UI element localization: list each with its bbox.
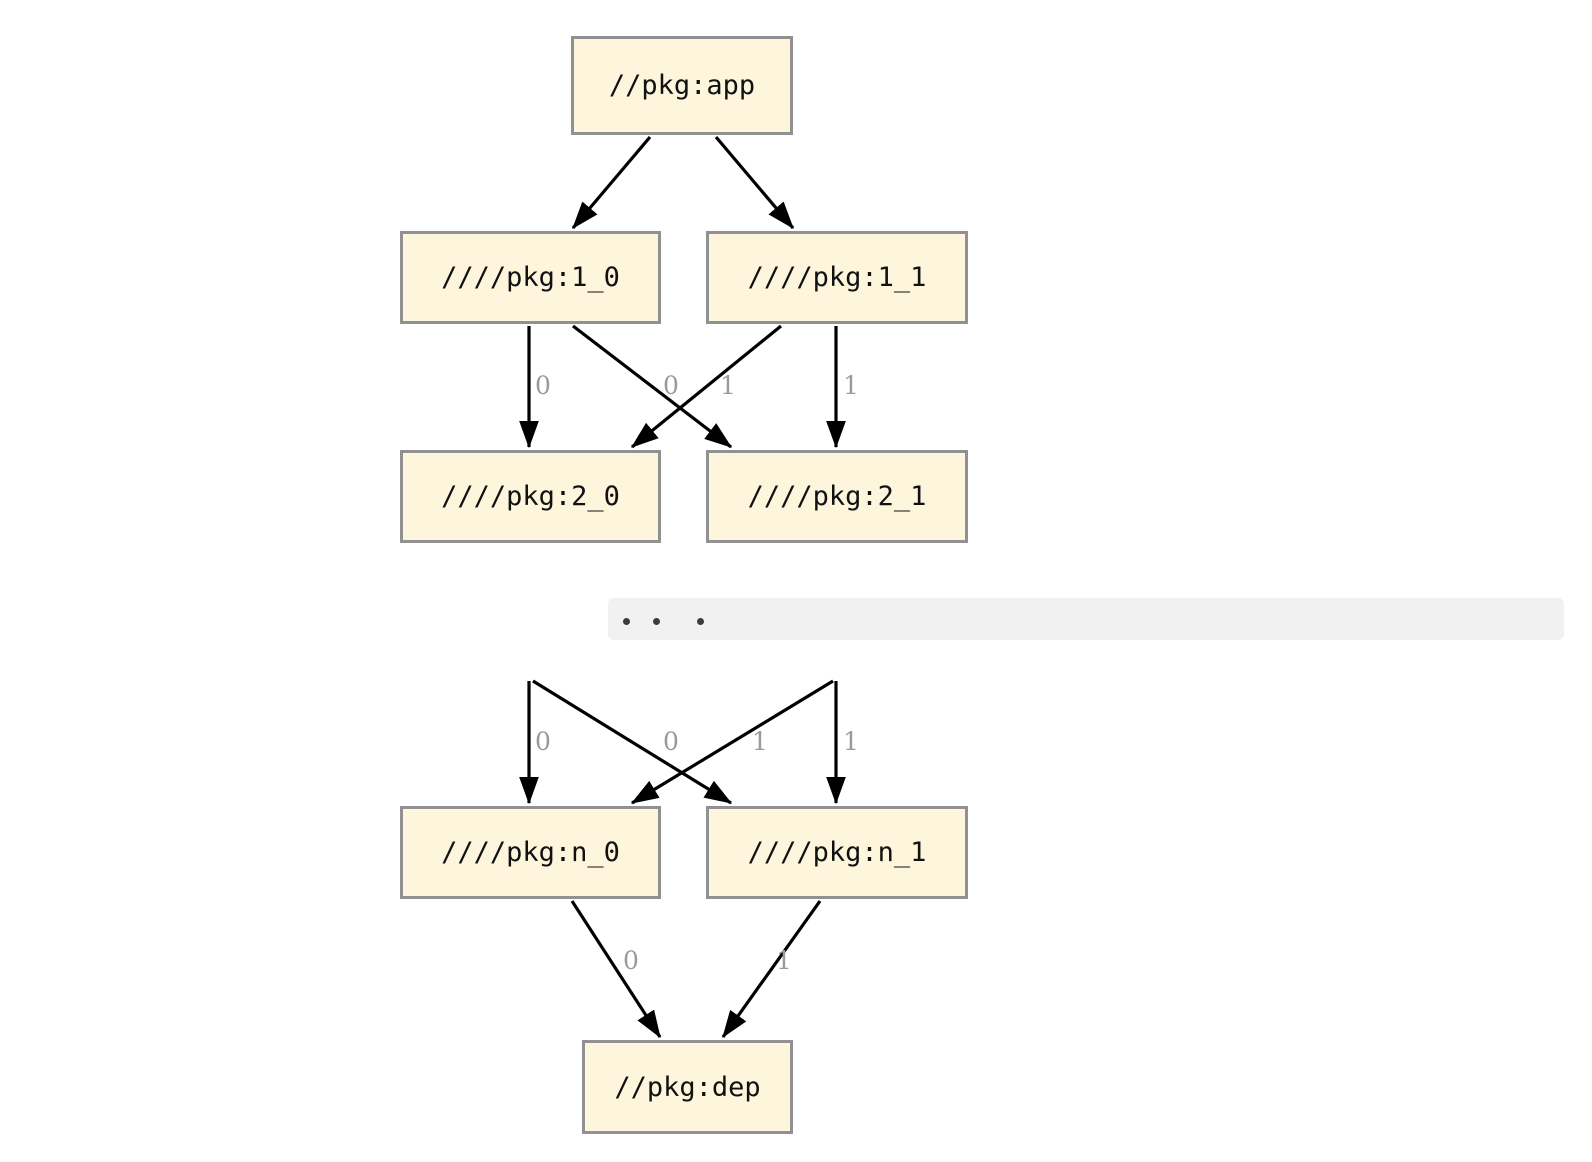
edge-label: 0 <box>663 371 679 400</box>
ellipsis-dot <box>697 618 704 625</box>
edge-label: 1 <box>843 371 859 400</box>
graph-node-2_1[interactable]: ////pkg:2_1 <box>706 450 968 543</box>
graph-node-1_1[interactable]: ////pkg:1_1 <box>706 231 968 324</box>
ellipsis-dot <box>653 618 660 625</box>
graph-edge-hidden-to-n_0 <box>630 679 834 805</box>
edges-group <box>519 135 846 1039</box>
graph-node-label: //pkg:app <box>608 70 756 101</box>
graph-edge-n_0-to-dep <box>570 900 662 1039</box>
graph-node-label: ////pkg:2_0 <box>441 481 620 512</box>
graph-node-n_0[interactable]: ////pkg:n_0 <box>400 806 661 899</box>
graph-node-label: ////pkg:n_1 <box>747 837 927 868</box>
edge-label: 1 <box>752 727 768 756</box>
graph-node-1_0[interactable]: ////pkg:1_0 <box>400 231 661 324</box>
ellipsis-separator <box>608 598 1564 640</box>
graph-edge-app-to-1_1 <box>714 135 795 230</box>
graph-node-label: ////pkg:1_0 <box>441 262 620 293</box>
graph-node-label: ////pkg:2_1 <box>747 481 927 512</box>
graph-node-n_1[interactable]: ////pkg:n_1 <box>706 806 968 899</box>
edge-label: 0 <box>535 371 551 400</box>
graph-node-label: ////pkg:n_0 <box>441 837 620 868</box>
graph-node-dep[interactable]: //pkg:dep <box>582 1040 793 1134</box>
graph-edge-app-to-1_0 <box>571 135 652 230</box>
edge-label: 0 <box>535 727 551 756</box>
edge-label: 1 <box>720 371 736 400</box>
graph-edge-1_1-to-2_0 <box>630 324 783 449</box>
graph-edge-1_0-to-2_1 <box>572 324 733 449</box>
graph-edge-hidden-to-n_1 <box>532 679 733 805</box>
edge-label: 1 <box>776 946 792 975</box>
graph-node-label: //pkg:dep <box>614 1071 761 1103</box>
graph-edge-n_1-to-dep <box>721 900 822 1039</box>
edge-label: 0 <box>663 727 679 756</box>
graph-node-label: ////pkg:1_1 <box>747 262 927 293</box>
ellipsis-dot <box>623 618 630 625</box>
edge-label: 0 <box>623 946 639 975</box>
graph-node-app[interactable]: //pkg:app <box>571 36 793 135</box>
edge-label: 1 <box>843 727 859 756</box>
graph-node-2_0[interactable]: ////pkg:2_0 <box>400 450 661 543</box>
